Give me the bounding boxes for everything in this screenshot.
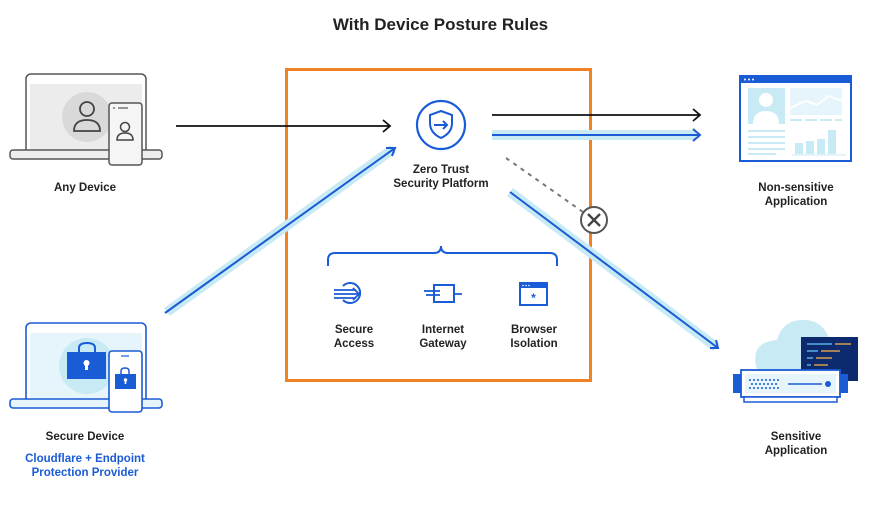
blocked-path <box>505 157 608 234</box>
secure-to-sensitive-arrow <box>506 188 720 351</box>
services-bracket <box>327 245 558 266</box>
secure-access-label-1: Secure <box>334 324 374 336</box>
secure-device-icon <box>9 322 163 413</box>
internet-gateway-label-2: Gateway <box>419 338 467 350</box>
secure-access-icon <box>334 282 362 304</box>
browser-isolation-icon: * <box>519 282 548 306</box>
non-sensitive-label-2: Application <box>764 196 828 208</box>
platform-label-1: Zero Trust <box>412 164 470 176</box>
secure-device-sublabel-2: Protection Provider <box>31 467 139 479</box>
any-device-arrow <box>176 119 392 133</box>
any-to-nonsensitive-arrow <box>492 108 702 122</box>
non-sensitive-label-1: Non-sensitive <box>758 182 834 194</box>
svg-text:*: * <box>531 291 536 305</box>
shield-arrow-icon <box>415 99 467 151</box>
secure-device-arrow <box>164 144 397 317</box>
diagram-title: With Device Posture Rules <box>332 15 549 34</box>
sensitive-label-1: Sensitive <box>770 431 822 443</box>
internet-gateway-icon <box>424 284 462 303</box>
sensitive-label-2: Application <box>764 445 828 457</box>
internet-gateway-label-1: Internet <box>421 324 465 336</box>
secure-device-sublabel-1: Cloudflare + Endpoint <box>25 453 145 465</box>
browser-isolation-label-1: Browser <box>510 324 558 336</box>
sensitive-app-icon <box>733 319 858 403</box>
any-device-label: Any Device <box>53 182 116 194</box>
secure-device-label: Secure Device <box>45 431 125 443</box>
secure-to-nonsensitive-arrow <box>492 128 702 142</box>
secure-access-label-2: Access <box>333 338 375 350</box>
any-device-icon <box>9 73 163 166</box>
platform-label-2: Security Platform <box>393 178 489 190</box>
non-sensitive-app-icon <box>739 75 852 162</box>
browser-isolation-label-2: Isolation <box>510 338 558 350</box>
